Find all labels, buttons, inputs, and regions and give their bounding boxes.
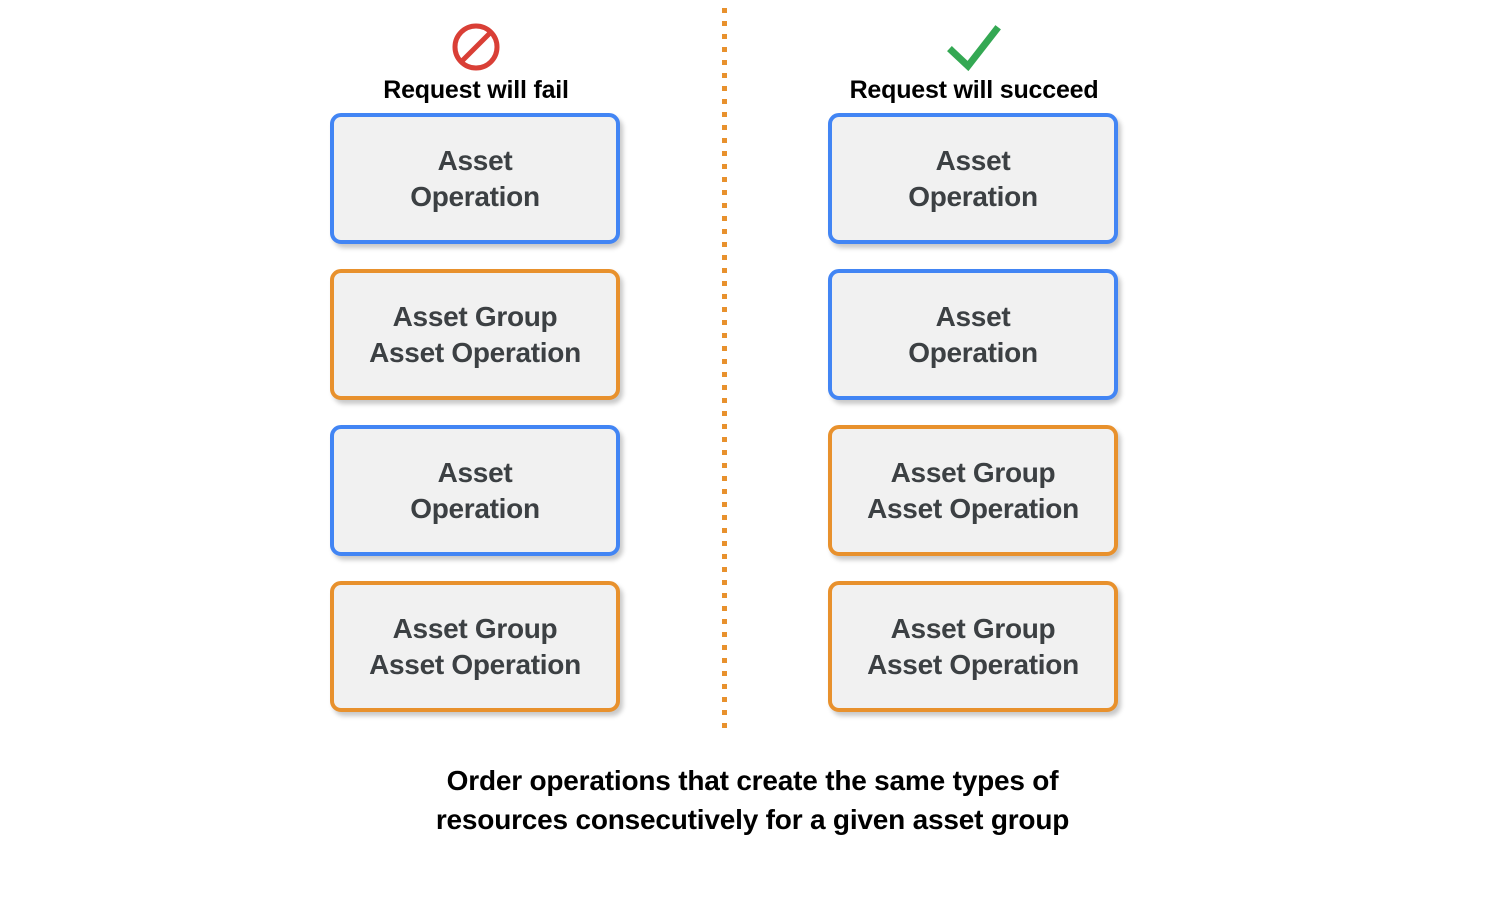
column-header-succeed: Request will succeed: [828, 8, 1120, 105]
prohibited-icon: [450, 21, 502, 73]
operation-box-label: Asset Group Asset Operation: [369, 612, 581, 680]
operation-box-label: Asset Operation: [908, 144, 1038, 212]
operation-box-label: Asset Group Asset Operation: [369, 300, 581, 368]
column-title-succeed: Request will succeed: [849, 76, 1099, 104]
column-title-fail: Request will fail: [383, 76, 569, 104]
operation-box[interactable]: Asset Group Asset Operation: [330, 581, 620, 712]
vertical-dotted-divider: [722, 8, 727, 736]
operation-box-label: Asset Operation: [908, 300, 1038, 368]
operation-box[interactable]: Asset Group Asset Operation: [828, 581, 1118, 712]
operation-box[interactable]: Asset Operation: [828, 113, 1118, 244]
operation-box[interactable]: Asset Group Asset Operation: [828, 425, 1118, 556]
operation-box[interactable]: Asset Operation: [330, 113, 620, 244]
operation-box[interactable]: Asset Operation: [828, 269, 1118, 400]
box-stack-succeed: Asset Operation Asset Operation Asset Gr…: [828, 113, 1120, 712]
column-request-will-fail: Request will fail Asset Operation Asset …: [330, 8, 622, 712]
operation-box-label: Asset Operation: [410, 456, 540, 524]
operation-box[interactable]: Asset Operation: [330, 425, 620, 556]
column-request-will-succeed: Request will succeed Asset Operation Ass…: [828, 8, 1120, 712]
box-stack-fail: Asset Operation Asset Group Asset Operat…: [330, 113, 622, 712]
operation-box-label: Asset Group Asset Operation: [867, 456, 1079, 524]
operation-box-label: Asset Operation: [410, 144, 540, 212]
operation-box[interactable]: Asset Group Asset Operation: [330, 269, 620, 400]
operation-box-label: Asset Group Asset Operation: [867, 612, 1079, 680]
column-header-fail: Request will fail: [330, 8, 622, 105]
diagram-caption: Order operations that create the same ty…: [435, 765, 1070, 835]
checkmark-icon: [944, 21, 1004, 73]
